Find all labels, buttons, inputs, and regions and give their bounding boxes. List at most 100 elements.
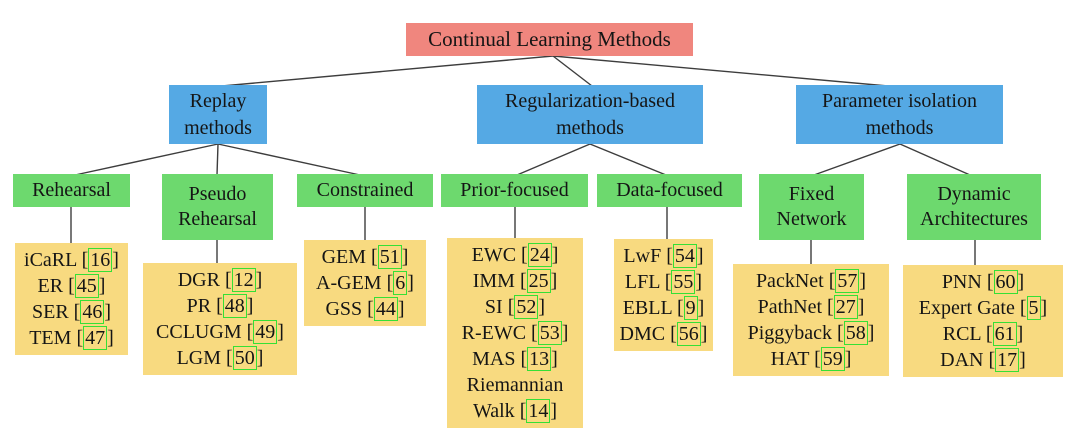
node-prior-focused: Prior-focused xyxy=(441,174,588,207)
method-item: PackNet [57] xyxy=(755,269,867,293)
node-rehearsal: Rehearsal xyxy=(13,174,130,207)
method-label: PathNet xyxy=(757,296,828,318)
method-item: LwF [54] xyxy=(623,244,704,268)
method-item: CCLUGM [49] xyxy=(156,320,284,344)
citation-ref[interactable]: 50 xyxy=(232,346,257,370)
method-item: EBLL [9] xyxy=(622,296,705,320)
method-label: MAS xyxy=(472,348,521,370)
method-item: PathNet [27] xyxy=(757,295,865,319)
method-list-rehearsal: iCaRL [16]ER [45]SER [46]TEM [47] xyxy=(15,243,128,355)
citation-ref[interactable]: 5 xyxy=(1026,296,1041,320)
citation-ref[interactable]: 44 xyxy=(373,297,398,321)
method-label: CCLUGM xyxy=(156,321,247,343)
method-item: HAT [59] xyxy=(770,347,852,371)
citation-ref[interactable]: 12 xyxy=(231,268,256,292)
node-pseudo-rehearsal: Pseudo Rehearsal xyxy=(162,174,273,240)
method-item: TEM [47] xyxy=(29,326,114,350)
method-item: LGM [50] xyxy=(176,346,264,370)
method-list-constrained: GEM [51]A-GEM [6]GSS [44] xyxy=(304,240,426,326)
method-label: LFL xyxy=(624,271,665,293)
citation-ref[interactable]: 25 xyxy=(526,269,551,293)
method-label: PackNet xyxy=(755,270,829,292)
method-label: ER xyxy=(37,275,69,297)
node-dynamic-architectures: Dynamic Architectures xyxy=(907,174,1041,240)
method-label: GEM xyxy=(321,246,372,268)
citation-ref[interactable]: 48 xyxy=(222,294,247,318)
citation-ref[interactable]: 16 xyxy=(88,248,113,272)
method-item: A-GEM [6] xyxy=(316,271,414,295)
citation-ref[interactable]: 9 xyxy=(683,296,698,320)
citation-ref[interactable]: 14 xyxy=(526,399,551,423)
method-item: RCL [61] xyxy=(942,322,1024,346)
citation-ref[interactable]: 6 xyxy=(393,271,408,295)
method-list-pseudo-rehearsal: DGR [12]PR [48]CCLUGM [49]LGM [50] xyxy=(143,263,297,375)
method-item: Expert Gate [5] xyxy=(918,296,1048,320)
node-continual-learning-methods: Continual Learning Methods xyxy=(406,23,693,56)
method-item: SER [46] xyxy=(31,300,112,324)
method-label: Riemannian Walk xyxy=(466,374,564,422)
citation-ref[interactable]: 58 xyxy=(843,321,868,345)
method-label: A-GEM xyxy=(316,272,387,294)
citation-ref[interactable]: 53 xyxy=(537,321,562,345)
method-label: SER xyxy=(31,301,74,323)
citation-ref[interactable]: 24 xyxy=(527,243,552,267)
node-data-focused: Data-focused xyxy=(597,174,742,207)
citation-ref[interactable]: 55 xyxy=(671,270,696,294)
citation-ref[interactable]: 46 xyxy=(80,300,105,324)
method-item: DMC [56] xyxy=(619,322,708,346)
method-label: R-EWC xyxy=(461,322,532,344)
method-label: RCL xyxy=(942,323,986,345)
method-list-fixed-network: PackNet [57]PathNet [27]Piggyback [58]HA… xyxy=(733,264,889,376)
method-label: TEM xyxy=(29,327,77,349)
method-label: iCaRL xyxy=(24,249,82,271)
method-item: R-EWC [53] xyxy=(461,321,569,345)
method-item: Piggyback [58] xyxy=(747,321,875,345)
citation-ref[interactable]: 27 xyxy=(833,295,858,319)
citation-ref[interactable]: 45 xyxy=(74,274,99,298)
citation-ref[interactable]: 57 xyxy=(835,269,860,293)
method-item: IMM [25] xyxy=(472,269,558,293)
method-label: DAN xyxy=(940,349,989,371)
method-item: EWC [24] xyxy=(471,243,559,267)
method-item: GEM [51] xyxy=(321,245,409,269)
citation-ref[interactable]: 51 xyxy=(377,245,402,269)
method-item: GSS [44] xyxy=(325,297,405,321)
method-item: DGR [12] xyxy=(177,268,263,292)
method-label: Piggyback xyxy=(747,322,838,344)
node-constrained: Constrained xyxy=(297,174,433,207)
method-item: MAS [13] xyxy=(472,347,558,371)
method-item: LFL [55] xyxy=(624,270,703,294)
method-list-prior-focused: EWC [24]IMM [25]SI [52]R-EWC [53]MAS [13… xyxy=(447,238,583,428)
method-item: PR [48] xyxy=(186,294,254,318)
method-item: iCaRL [16] xyxy=(24,248,119,272)
citation-ref[interactable]: 60 xyxy=(993,270,1018,294)
method-item: PNN [60] xyxy=(941,270,1025,294)
method-item: Riemannian Walk [14] xyxy=(466,374,564,423)
method-label: EBLL xyxy=(622,297,677,319)
method-label: DMC xyxy=(619,323,671,345)
citation-ref[interactable]: 49 xyxy=(253,320,278,344)
method-list-dynamic-architectures: PNN [60]Expert Gate [5]RCL [61]DAN [17] xyxy=(903,265,1063,377)
citation-ref[interactable]: 56 xyxy=(676,322,701,346)
method-label: GSS xyxy=(325,298,368,320)
method-label: PNN xyxy=(941,271,987,293)
node-parameter-isolation-methods: Parameter isolation methods xyxy=(796,85,1003,144)
citation-ref[interactable]: 47 xyxy=(83,326,108,350)
method-item: DAN [17] xyxy=(940,348,1026,372)
method-label: IMM xyxy=(472,270,520,292)
citation-ref[interactable]: 54 xyxy=(672,244,697,268)
node-replay-methods: Replay methods xyxy=(169,85,267,144)
citation-ref[interactable]: 61 xyxy=(992,322,1017,346)
method-label: EWC xyxy=(471,244,522,266)
node-regularization-based-methods: Regularization-based methods xyxy=(477,85,703,144)
node-fixed-network: Fixed Network xyxy=(759,174,864,240)
method-label: HAT xyxy=(770,348,815,370)
citation-ref[interactable]: 52 xyxy=(514,295,539,319)
citation-ref[interactable]: 59 xyxy=(820,347,845,371)
method-label: LGM xyxy=(176,347,227,369)
citation-ref[interactable]: 17 xyxy=(995,348,1020,372)
method-label: DGR xyxy=(177,269,225,291)
citation-ref[interactable]: 13 xyxy=(527,347,552,371)
method-item: SI [52] xyxy=(484,295,546,319)
